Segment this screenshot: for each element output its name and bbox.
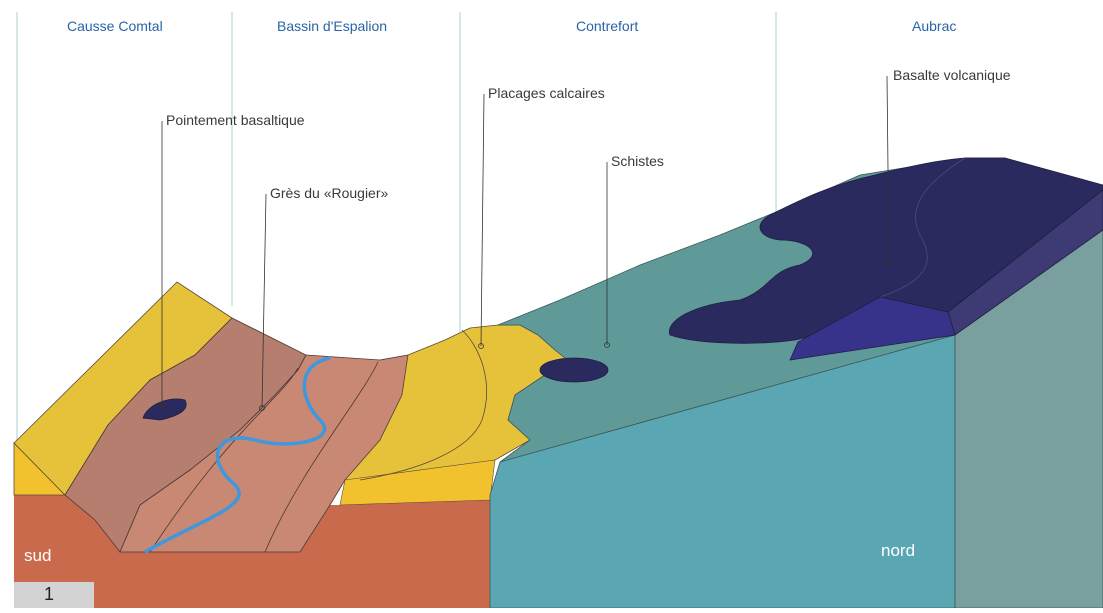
- callout-pointement-basaltique: Pointement basaltique: [166, 112, 305, 128]
- direction-south-label: sud: [24, 546, 51, 565]
- region-label-contrefort: Contrefort: [576, 18, 638, 34]
- callout-basalte-volcanique: Basalte volcanique: [893, 67, 1011, 83]
- region-label-bassin-espalion: Bassin d'Espalion: [277, 18, 387, 34]
- callout-placages-calcaires: Placages calcaires: [488, 85, 605, 101]
- basalt-outlier-contrefort: [540, 358, 608, 382]
- callout-gres-rougier: Grès du «Rougier»: [270, 185, 389, 201]
- region-label-aubrac: Aubrac: [912, 18, 956, 34]
- leader-placages: [481, 94, 484, 346]
- figure-number: 1: [14, 584, 84, 605]
- callout-schistes: Schistes: [611, 153, 664, 169]
- region-label-causse-comtal: Causse Comtal: [67, 18, 163, 34]
- direction-north-label: nord: [881, 541, 915, 560]
